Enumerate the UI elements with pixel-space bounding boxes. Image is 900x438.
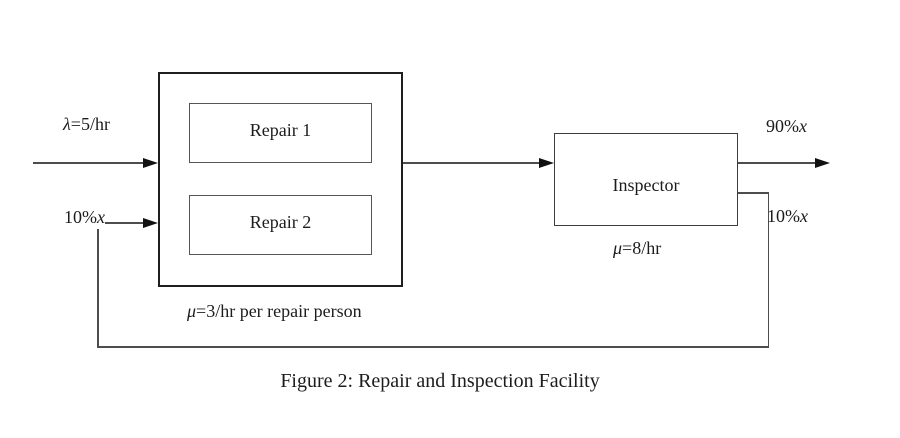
feedback-out-label: 10%x [767,205,808,227]
feedback-out-percent: 10% [767,206,800,226]
inspector-rate-label: μ=8/hr [613,237,661,259]
feedback-right-drop-line [767,192,769,347]
arrival-arrowhead-icon [143,157,158,168]
feedback-bottom-line [97,346,769,348]
feedback-out-variable: x [800,206,808,226]
repair-to-inspector-line [403,162,540,164]
mu-symbol-inspector: μ [613,238,623,258]
inspector-input-arrowhead-icon [539,157,554,168]
output-variable: x [799,116,807,136]
feedback-left-riser-line [97,229,99,347]
repair1-label: Repair 1 [249,119,312,140]
output-percent: 90% [766,116,799,136]
arrival-flow-line [33,162,145,164]
repair2-box: Repair 2 [189,195,372,255]
arrival-rate-label: λ=5/hr [63,113,110,135]
feedback-branch-line [738,192,769,194]
inspector-label: Inspector [612,175,680,195]
output-flow-line [738,162,816,164]
arrival-rate-value: =5/hr [70,114,110,134]
repair-rate-value: =3/hr per repair person [196,301,362,321]
feedback-in-flow-line [105,222,145,224]
feedback-in-label: 10%x [64,206,105,228]
inspector-rate-value: =8/hr [622,238,662,258]
feedback-in-arrowhead-icon [143,217,158,228]
lambda-symbol: λ [63,114,71,134]
repair-rate-label: μ=3/hr per repair person [187,300,362,322]
output-arrowhead-icon [815,157,830,168]
feedback-in-variable: x [97,207,105,227]
inspector-box: Inspector [554,133,738,226]
output-percent-label: 90%x [766,115,807,137]
mu-symbol-repair: μ [187,301,197,321]
repair1-box: Repair 1 [189,103,372,163]
feedback-in-percent: 10% [64,207,97,227]
figure-caption: Figure 2: Repair and Inspection Facility [280,370,600,392]
repair2-label: Repair 2 [249,211,312,232]
